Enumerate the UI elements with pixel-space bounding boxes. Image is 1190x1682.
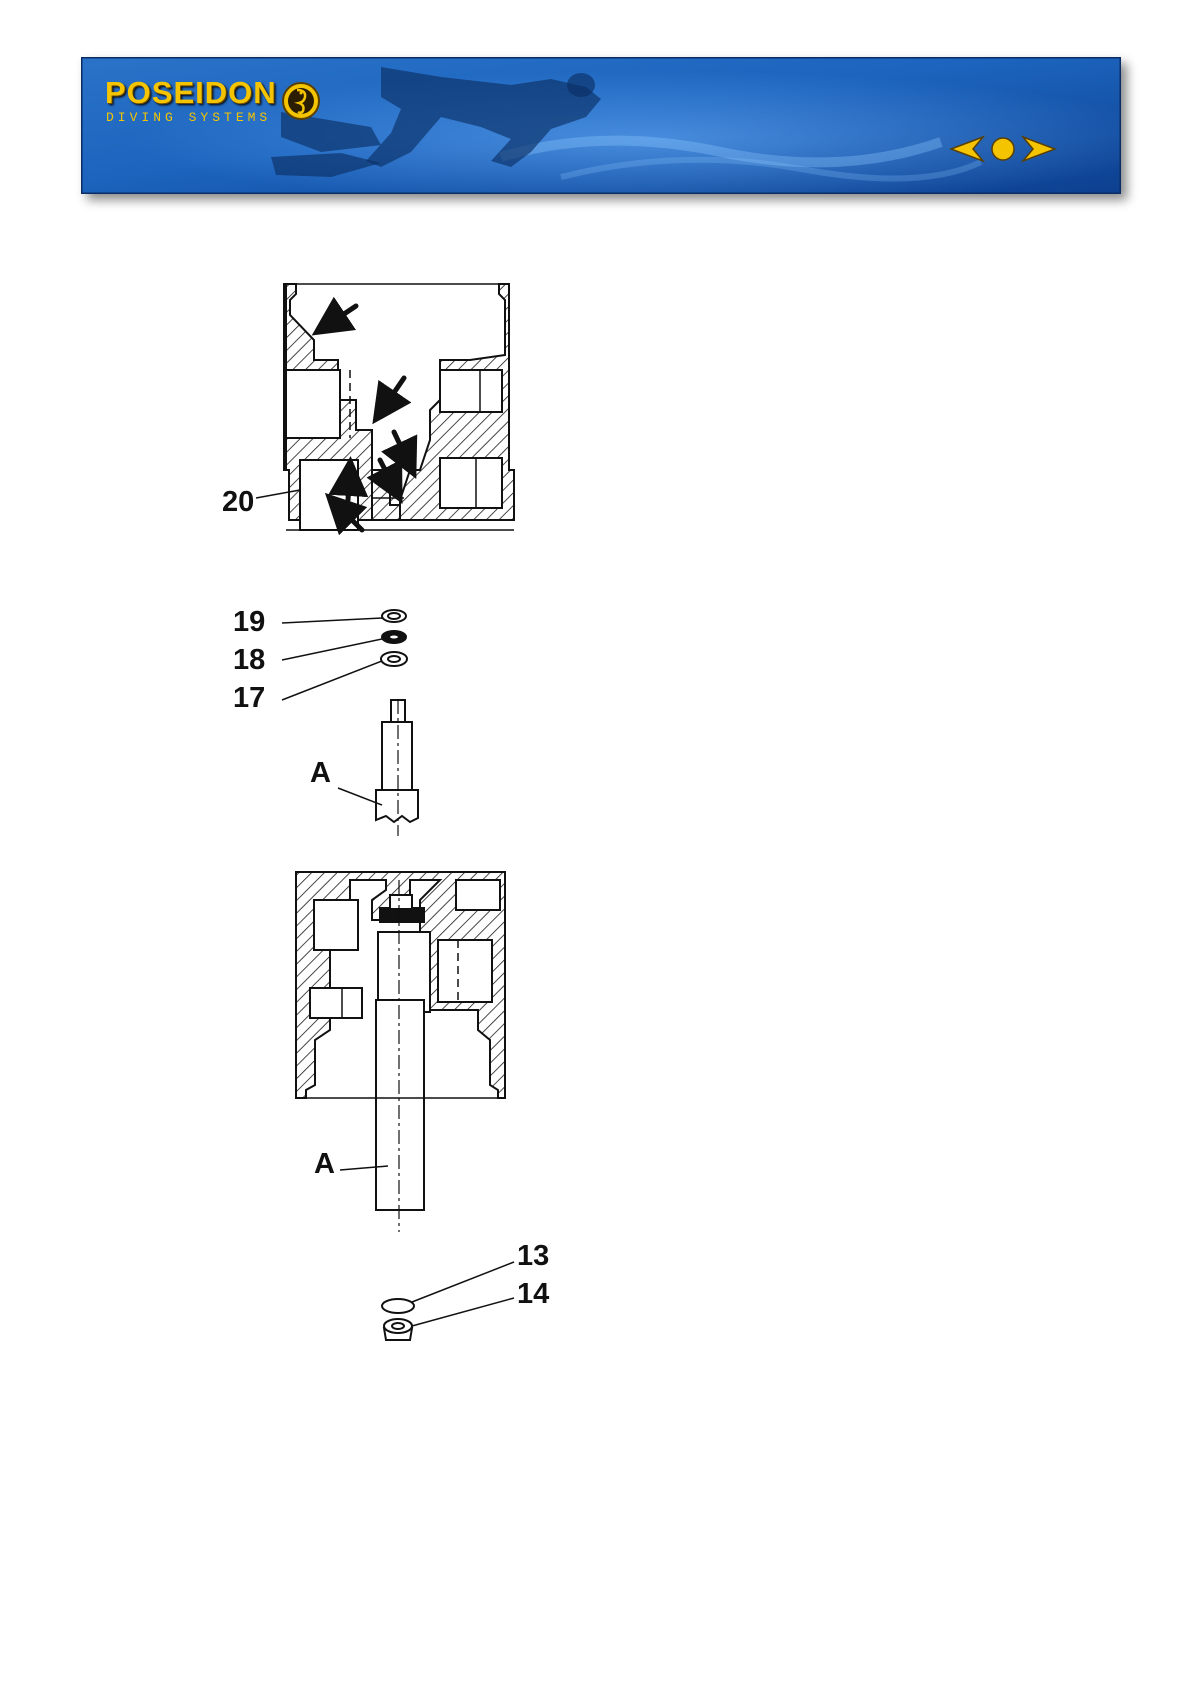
callout-a-top: A: [310, 759, 331, 788]
callout-14: 14: [517, 1280, 549, 1309]
oring-and-nut: [382, 1299, 414, 1340]
callout-a-bottom: A: [314, 1150, 335, 1179]
callout-13: 13: [517, 1242, 549, 1271]
leader-lines-13-14: [412, 1262, 514, 1326]
callout-19: 19: [233, 608, 265, 637]
callout-20: 20: [222, 488, 254, 517]
piston-part-a: [376, 700, 418, 836]
leader-lines-seals: [282, 618, 382, 700]
callout-17: 17: [233, 684, 265, 713]
seal-rings: [381, 610, 407, 666]
callout-18: 18: [233, 646, 265, 675]
